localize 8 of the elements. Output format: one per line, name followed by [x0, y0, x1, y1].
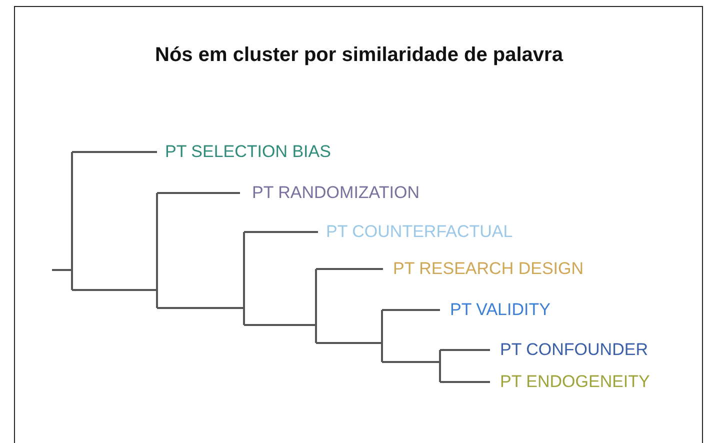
leaf-label: PT RESEARCH DESIGN: [393, 259, 584, 279]
leaf-label: PT SELECTION BIAS: [165, 142, 331, 162]
leaf-label: PT CONFOUNDER: [500, 340, 648, 360]
leaf-label: PT RANDOMIZATION: [252, 183, 420, 203]
chart-title: Nós em cluster por similaridade de palavra: [154, 44, 564, 67]
leaf-label: PT VALIDITY: [450, 300, 550, 320]
leaf-label: PT COUNTERFACTUAL: [326, 222, 513, 242]
leaf-label: PT ENDOGENEITY: [500, 372, 650, 392]
